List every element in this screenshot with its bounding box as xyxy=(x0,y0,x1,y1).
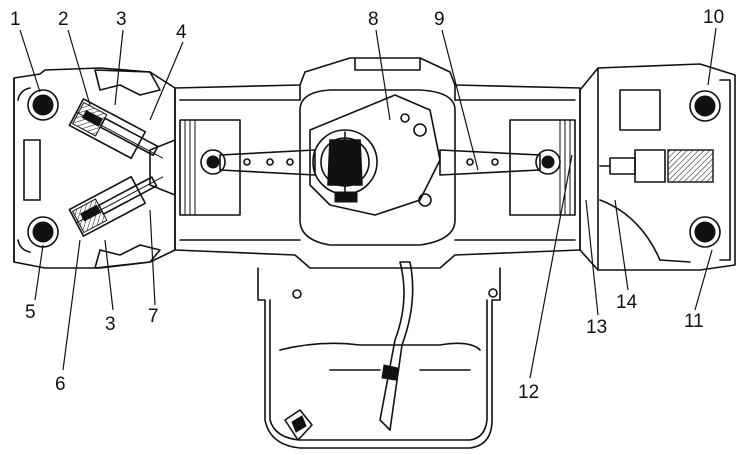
right-piston xyxy=(509,119,576,216)
lower-camshaft-right xyxy=(689,216,721,248)
callout-1: 1 xyxy=(10,9,21,30)
callout-6: 6 xyxy=(55,374,66,395)
crankcase xyxy=(174,57,581,269)
upper-camshaft-right xyxy=(689,90,721,122)
left-cylinder-head xyxy=(13,67,176,269)
right-connecting-rod xyxy=(439,149,561,176)
lower-valve-assembly xyxy=(68,175,164,237)
left-piston xyxy=(179,119,241,216)
callout-13: 13 xyxy=(586,317,607,338)
callout-14: 14 xyxy=(616,292,638,313)
callout-labels: 1 2 3 4 5 6 3 7 8 9 10 11 12 13 14 xyxy=(10,7,724,403)
oil-pan xyxy=(257,261,501,449)
callout-10: 10 xyxy=(703,7,724,28)
callout-3-lower: 3 xyxy=(105,314,116,335)
callout-12: 12 xyxy=(518,382,539,403)
callout-11: 11 xyxy=(684,311,704,332)
callout-4: 4 xyxy=(176,22,187,43)
callout-5: 5 xyxy=(25,302,36,323)
upper-valve-assembly xyxy=(68,98,164,160)
callout-7: 7 xyxy=(148,306,159,327)
leader-lines xyxy=(19,27,717,379)
hydraulic-tensioner xyxy=(599,149,714,183)
crankshaft xyxy=(309,94,441,216)
upper-camshaft-left xyxy=(27,89,59,121)
callout-3-upper: 3 xyxy=(116,9,127,30)
right-cylinder-head xyxy=(579,63,736,271)
callout-8: 8 xyxy=(368,9,379,30)
callout-9: 9 xyxy=(434,9,445,30)
callout-2: 2 xyxy=(58,9,69,30)
